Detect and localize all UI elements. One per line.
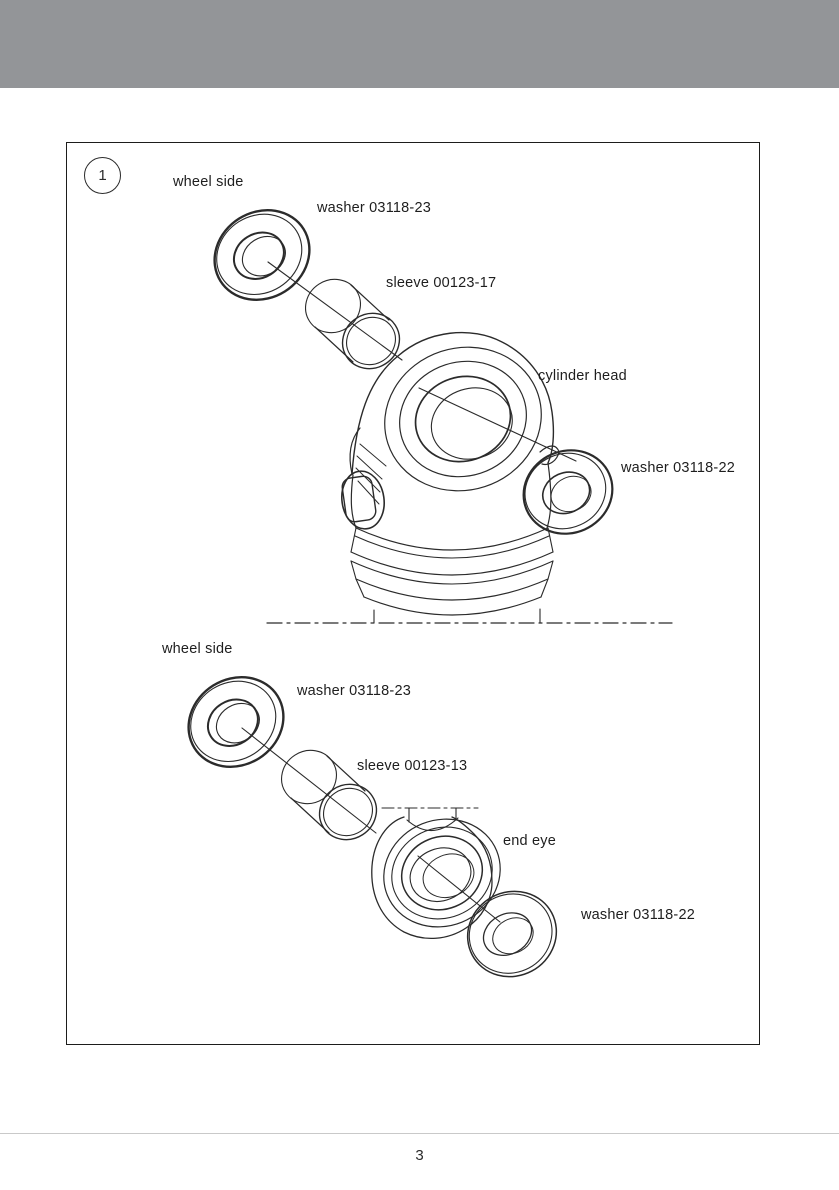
axis-line <box>417 855 501 923</box>
header-bar <box>0 0 839 88</box>
label-cylinder-head: cylinder head <box>538 368 627 384</box>
label-washer-03118-23-top: washer 03118-23 <box>317 200 431 216</box>
washer-drawing <box>213 209 311 301</box>
label-end-eye: end eye <box>503 833 556 849</box>
label-sleeve-00123-17: sleeve 00123-17 <box>386 275 497 291</box>
top-assembly <box>213 209 673 624</box>
washer-drawing <box>522 449 614 535</box>
footer-divider <box>0 1133 839 1134</box>
cylinder-head-drawing <box>341 331 560 624</box>
label-washer-03118-23-bottom: washer 03118-23 <box>297 683 411 699</box>
label-wheel-side-bottom: wheel side <box>162 641 233 657</box>
label-wheel-side-top: wheel side <box>173 174 244 190</box>
sleeve-drawing <box>305 278 401 370</box>
page-number: 3 <box>415 1147 424 1164</box>
label-washer-03118-22-top: washer 03118-22 <box>621 460 735 476</box>
figure-number: 1 <box>98 167 107 184</box>
washer-drawing <box>187 676 285 768</box>
axis-line <box>418 387 577 462</box>
bottom-assembly <box>187 676 558 978</box>
label-washer-03118-22-bottom: washer 03118-22 <box>581 907 695 923</box>
figure-frame <box>66 142 760 1045</box>
sleeve-drawing <box>281 749 378 841</box>
end-eye-drawing <box>371 807 501 940</box>
axis-line <box>241 727 377 834</box>
washer-drawing <box>466 890 558 978</box>
figure-number-badge: 1 <box>84 157 121 194</box>
label-sleeve-00123-13: sleeve 00123-13 <box>357 758 468 774</box>
